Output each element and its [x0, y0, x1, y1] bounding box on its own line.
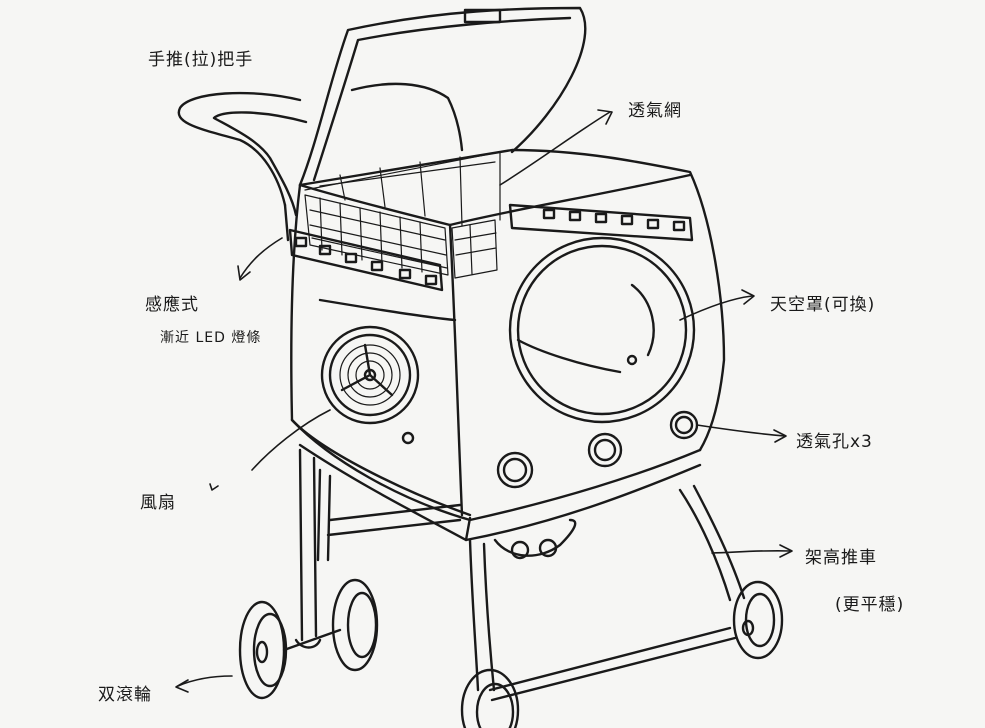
fan — [322, 327, 418, 443]
label-wheels: 双滾輪 — [98, 680, 152, 705]
label-vent-holes: 透氣孔x3 — [796, 427, 873, 452]
label-fan: 風扇 — [140, 488, 176, 513]
label-stand-note: (更平穩) — [835, 590, 904, 615]
label-led-light: 漸近 LED 燈條 — [160, 327, 261, 347]
label-window: 天空罩(可換) — [770, 290, 875, 315]
carrier-body — [291, 150, 724, 540]
dome-window — [510, 238, 694, 422]
vent-holes — [498, 412, 697, 487]
label-sensor: 感應式 — [145, 290, 199, 315]
mesh-panel — [305, 152, 500, 278]
lid — [300, 8, 585, 185]
label-mesh: 透氣網 — [628, 96, 682, 121]
led-strip-left — [290, 230, 442, 290]
wheels — [240, 580, 782, 728]
label-stand: 架高推車 — [805, 543, 877, 568]
led-strip-right — [510, 205, 692, 240]
label-handle: 手推(拉)把手 — [148, 45, 253, 70]
pull-handle — [179, 93, 306, 240]
stand-frame — [296, 450, 744, 700]
